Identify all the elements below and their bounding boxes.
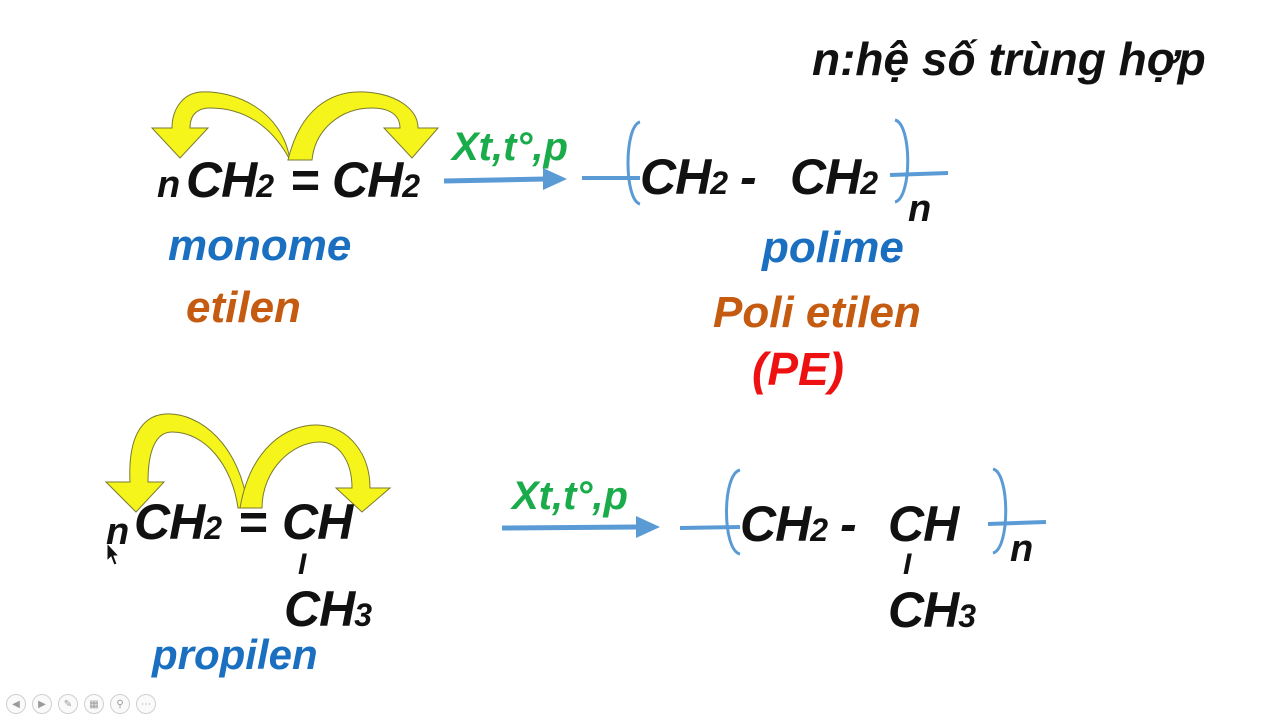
pen-icon[interactable]: ✎ bbox=[58, 694, 78, 714]
reaction-condition-2: Xt,t°,p bbox=[512, 474, 628, 518]
repeat-n-2: n bbox=[1010, 528, 1034, 570]
label-monome: monome bbox=[168, 221, 352, 270]
product-ch2-b: CH2 bbox=[790, 149, 878, 205]
double-bond-2: = bbox=[238, 494, 267, 550]
electron-arrow-left-2 bbox=[104, 413, 249, 513]
presentation-toolbar: ◀ ▶ ✎ ▦ ⚲ ⋯ bbox=[6, 694, 156, 714]
reactant-ch2-b: CH2 bbox=[332, 152, 420, 208]
branch-bond: I bbox=[298, 548, 307, 581]
electron-arrow-left-1 bbox=[150, 91, 291, 161]
polymer-bracket-left-1 bbox=[582, 120, 641, 206]
slides-icon[interactable]: ▦ bbox=[84, 694, 104, 714]
zoom-icon[interactable]: ⚲ bbox=[110, 694, 130, 714]
polymer-bracket-right-2 bbox=[987, 467, 1047, 555]
mouse-cursor-icon bbox=[106, 541, 121, 566]
electron-arrow-right-1 bbox=[287, 91, 440, 161]
next-icon[interactable]: ▶ bbox=[32, 694, 52, 714]
product-ch2-a: CH2 bbox=[640, 149, 728, 205]
double-bond: = bbox=[290, 152, 319, 208]
reactant2-ch2: CH2 bbox=[134, 494, 222, 550]
label-propilen: propilen bbox=[152, 631, 318, 678]
label-etilen: etilen bbox=[186, 283, 301, 332]
polymer-bracket-left-2 bbox=[679, 468, 741, 556]
reaction-condition: Xt,t°,p bbox=[452, 125, 568, 169]
reaction-arrow-1 bbox=[443, 168, 567, 190]
product2-branch-bond: I bbox=[903, 548, 912, 581]
reactant2-ch: CH bbox=[282, 494, 353, 550]
repeat-n: n bbox=[908, 188, 932, 230]
more-icon[interactable]: ⋯ bbox=[136, 694, 156, 714]
reactant2-ch3: CH3 bbox=[284, 581, 372, 637]
coefficient-n: n bbox=[157, 164, 181, 206]
page-title: n:hệ số trùng hợp bbox=[812, 33, 1206, 85]
label-pe: (PE) bbox=[752, 343, 844, 395]
label-poli-etilen: Poli etilen bbox=[713, 288, 921, 337]
reaction-arrow-2 bbox=[501, 516, 660, 538]
product2-dash: - bbox=[840, 496, 857, 552]
product2-ch2: CH2 bbox=[740, 496, 828, 552]
electron-arrow-right-2 bbox=[239, 424, 392, 513]
product2-ch3: CH3 bbox=[888, 582, 976, 638]
polymer-bracket-right-1 bbox=[889, 118, 949, 204]
product2-ch: CH bbox=[888, 496, 959, 552]
reactant-ch2-a: CH2 bbox=[186, 152, 274, 208]
label-polime: polime bbox=[762, 223, 904, 272]
prev-icon[interactable]: ◀ bbox=[6, 694, 26, 714]
coefficient-n-2: n bbox=[106, 511, 130, 553]
product-dash: - bbox=[740, 149, 757, 205]
